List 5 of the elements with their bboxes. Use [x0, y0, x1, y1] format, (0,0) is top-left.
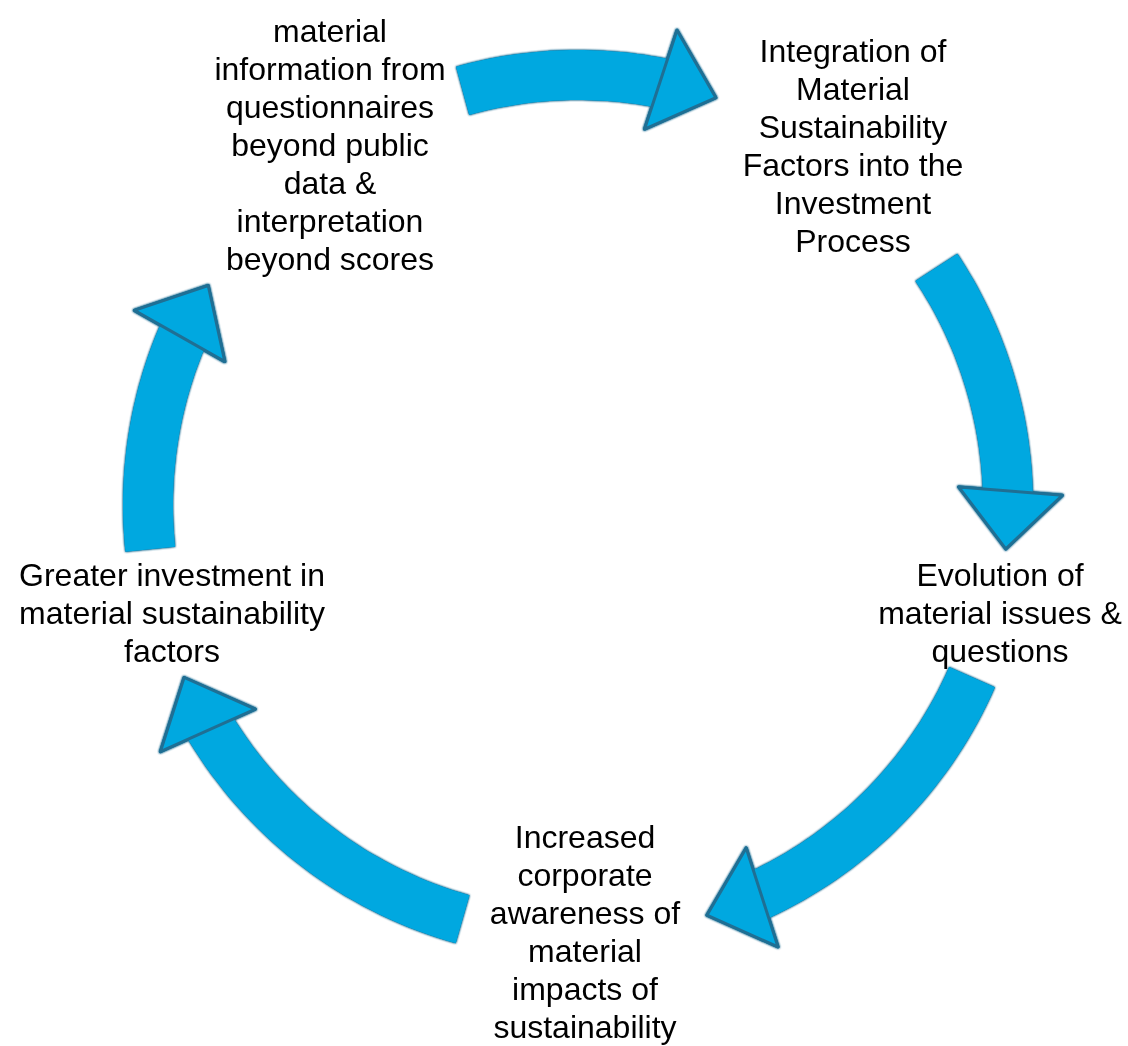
- node-label: material information from questionnaires beyond public data & interpretation beyond scores: [213, 12, 447, 278]
- node-label: Greater investment in material sustainability factors: [18, 556, 326, 670]
- node-label: Integration of Material Sustainability Factors into the Investment Process: [741, 32, 965, 260]
- node-label: Increased corporate awareness of material impacts of sustainability: [488, 818, 682, 1046]
- node-label: Evolution of material issues & questions: [877, 556, 1123, 670]
